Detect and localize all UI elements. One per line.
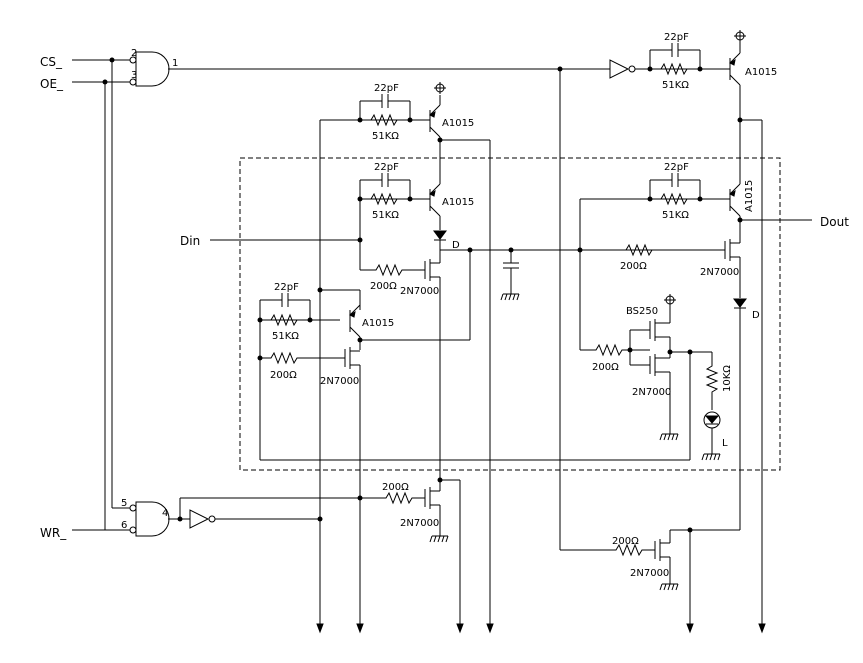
res-10k: 10KΩ	[722, 365, 733, 392]
inverter-bottom	[189, 509, 216, 529]
and-bottom-pin-5: 5	[121, 498, 127, 509]
cap-22pf-2: 22pF	[374, 83, 399, 94]
res-200-5: 200Ω	[382, 482, 409, 493]
cs-label: CS_	[40, 55, 63, 69]
pmos-transistor-1	[649, 319, 670, 341]
nmos-transistor-3	[649, 354, 670, 376]
nmos-transistor-4	[724, 239, 740, 261]
pnp-label-5: A1015	[744, 180, 755, 212]
nmos-label-1: 2N7000	[400, 286, 439, 297]
inverter-top	[609, 59, 636, 79]
nmos-label-6: 2N7000	[630, 568, 669, 579]
pnp-transistor-5	[728, 183, 741, 217]
cap-22pf-4: 22pF	[274, 282, 299, 293]
res-200-1: 200Ω	[370, 281, 397, 292]
nmos-transistor-5	[424, 487, 440, 509]
led-indicator	[703, 411, 721, 429]
pnp-label-4: A1015	[362, 318, 394, 329]
res-51k-3: 51KΩ	[372, 210, 399, 221]
nmos-label-5: 2N7000	[400, 518, 439, 529]
cap-22pf-5: 22pF	[664, 162, 689, 173]
cap-22pf-3: 22pF	[374, 162, 399, 173]
and-gate-bottom: 5 6 4	[121, 498, 170, 537]
res-51k-1: 51KΩ	[662, 80, 689, 91]
pnp-label-2: A1015	[442, 118, 474, 129]
nmos-label-3: 2N7000	[632, 387, 671, 398]
pnp-label-3: A1015	[442, 197, 474, 208]
and-bottom-pin-4: 4	[162, 508, 168, 519]
wr-label: WR_	[40, 526, 67, 540]
nmos-transistor-6	[654, 539, 670, 561]
res-51k-5: 51KΩ	[662, 210, 689, 221]
and-bottom-pin-6: 6	[121, 520, 127, 531]
pnp-transistor-1	[728, 52, 741, 86]
module-boundary	[239, 157, 781, 471]
nmos-transistor-2	[344, 347, 360, 369]
dout-label: Dout	[820, 215, 849, 229]
res-200-6: 200Ω	[612, 536, 639, 547]
oe-label: OE_	[40, 77, 64, 91]
pnp-transistor-3	[428, 183, 441, 217]
pnp-transistor-4	[348, 304, 361, 338]
nmos-transistor-1	[424, 259, 440, 281]
diode-1	[433, 230, 447, 241]
nmos-label-2: 2N7000	[320, 376, 359, 387]
and-gate-top: 2 3 1	[129, 48, 178, 87]
res-51k-2: 51KΩ	[372, 131, 399, 142]
diode-label-2: D	[752, 310, 760, 321]
and-top-pin-3: 3	[131, 70, 137, 81]
pnp-transistor-2	[428, 104, 441, 138]
din-label: Din	[180, 234, 200, 248]
and-top-pin-2: 2	[131, 48, 137, 59]
pmos-label-1: BS250	[626, 306, 658, 317]
res-200-2: 200Ω	[270, 370, 297, 381]
nmos-label-4: 2N7000	[700, 267, 739, 278]
output-arrows	[316, 623, 766, 634]
diode-2	[733, 298, 747, 309]
res-51k-4: 51KΩ	[272, 331, 299, 342]
cap-22pf-1: 22pF	[664, 32, 689, 43]
and-top-pin-1: 1	[172, 58, 178, 69]
res-200-4: 200Ω	[620, 261, 647, 272]
res-200-3: 200Ω	[592, 362, 619, 373]
pnp-label-1: A1015	[745, 67, 777, 78]
diode-label-1: D	[452, 240, 460, 251]
led-label: L	[722, 438, 728, 449]
